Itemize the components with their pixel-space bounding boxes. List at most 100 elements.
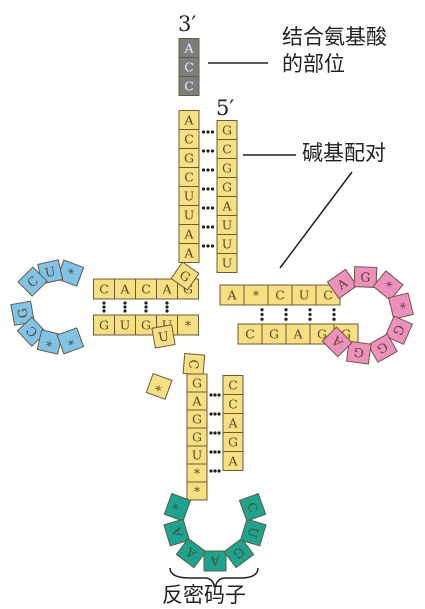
t-stem-top-base-2: C	[268, 285, 292, 305]
acceptor-3-stem-base-7: A	[179, 244, 199, 263]
anticodon-pair-dot	[217, 393, 220, 396]
anticodon-left-base-0-letter: G	[192, 376, 202, 391]
anticodon-pair-dot	[213, 431, 216, 434]
acceptor-pair-dot	[206, 206, 209, 209]
acceptor-3-stem-base-5: U	[179, 206, 199, 225]
acceptor-5-stem-base-7: U	[217, 254, 237, 273]
t-stem-top-base-0: A	[220, 285, 244, 305]
d-loop-bottom-base-3: *	[57, 328, 84, 354]
acceptor-end-base-2-letter: C	[184, 79, 194, 94]
anticodon-right-base-2: A	[223, 414, 243, 433]
d-pair-dot	[102, 305, 105, 308]
d-loop-bottom-base-2: *	[37, 330, 62, 354]
acceptor-3-stem-base-1-letter: C	[184, 132, 194, 147]
d-stem-top-base-2: C	[136, 279, 157, 299]
t-pair-dot	[284, 308, 287, 311]
d-pair-dot	[123, 309, 126, 312]
anticodon-left-base-1: A	[187, 392, 207, 410]
anticodon-pair-dot	[213, 469, 216, 472]
t-stem-top-base-2-letter: C	[275, 288, 285, 303]
t-stem-top-base-0-letter: A	[226, 288, 237, 303]
acceptor-end-base-1-letter: C	[184, 60, 194, 75]
acceptor-5-stem-base-5-letter: U	[222, 218, 233, 233]
anticodon-left-base-2-letter: G	[192, 412, 202, 427]
acceptor-3-stem-base-6: A	[179, 225, 199, 244]
d-pair-dot	[123, 305, 126, 308]
variable-base-2: *	[146, 374, 172, 400]
d-stem-bottom-base-1: U	[115, 315, 136, 335]
acceptor-pair-dot	[211, 225, 214, 228]
acceptor-5-stem-base-6: U	[217, 235, 237, 254]
acceptor-end-base-2: C	[179, 77, 199, 96]
acceptor-pair-dot	[211, 149, 214, 152]
acceptor-pair-dot	[211, 130, 214, 133]
t-stem-bottom-base-1-letter: G	[269, 327, 279, 342]
anticodon-left-base-6: *	[187, 482, 207, 500]
variable-base-1-letter: C	[186, 359, 202, 370]
amino-acid-binding-site-label: 结合氨基酸 的部位	[282, 24, 387, 79]
d-pair-dot	[102, 309, 105, 312]
d-pair-dot	[102, 301, 105, 304]
d-pair-dot	[123, 301, 126, 304]
variable-base-0: U	[152, 325, 175, 348]
anticodon-pair-dot	[209, 469, 212, 472]
anticodon-left-base-4: U	[187, 446, 207, 464]
acceptor-5-stem-base-1: C	[217, 140, 237, 159]
acceptor-3-stem-base-2: G	[179, 149, 199, 168]
t-stem-top-base-1-letter: *	[253, 288, 260, 303]
variable-base-1: C	[183, 353, 205, 375]
acceptor-pair-dot	[202, 130, 205, 133]
base-pairing-label: 碱基配对	[302, 140, 386, 167]
acceptor-5-stem-base-2: G	[217, 159, 237, 178]
anticodon-pair-dot	[213, 450, 216, 453]
anticodon-right-base-3: G	[223, 433, 243, 452]
acceptor-5-stem-base-5: U	[217, 216, 237, 235]
d-pair-dot	[165, 301, 168, 304]
anticodon-pair-dot	[217, 431, 220, 434]
acceptor-5-stem-base-4-letter: A	[221, 199, 232, 214]
t-pair-dot	[284, 318, 287, 321]
d-stem-bottom-base-4-letter: *	[185, 318, 192, 333]
d-pair-dot	[144, 305, 147, 308]
acceptor-pair-dot	[211, 187, 214, 190]
anticodon-pair-dot	[209, 450, 212, 453]
acceptor-pair-dot	[202, 149, 205, 152]
acceptor-pair-dot	[211, 206, 214, 209]
anticodon-right-base-0-letter: C	[228, 378, 238, 393]
acceptor-5-stem-base-0-letter: G	[222, 123, 232, 138]
t-pair-dot	[332, 318, 335, 321]
t-loop-base-1-letter: G	[360, 269, 371, 284]
acceptor-3-stem-base-3: C	[179, 168, 199, 187]
d-pair-dot	[165, 309, 168, 312]
d-stem-bottom-base-0-letter: G	[99, 318, 109, 333]
d-stem-top-base-2-letter: C	[141, 282, 151, 297]
acceptor-5-stem-base-7-letter: U	[222, 256, 233, 271]
acceptor-pair-dot	[206, 187, 209, 190]
anticodon-left-base-2: G	[187, 410, 207, 428]
acceptor-3-stem-base-6-letter: A	[183, 227, 194, 242]
anticodon-right-base-0: C	[223, 376, 243, 395]
anticodon-pair-dot	[209, 393, 212, 396]
t-pair-dot	[332, 313, 335, 316]
d-pair-dot	[165, 305, 168, 308]
acceptor-pair-dot	[206, 168, 209, 171]
acceptor-5-stem-base-1-letter: C	[222, 142, 232, 157]
anticodon-right-base-1: C	[223, 395, 243, 414]
anticodon-left-base-5: *	[187, 464, 207, 482]
d-pair-dot	[144, 309, 147, 312]
acceptor-3-stem-base-4-letter: U	[184, 189, 195, 204]
anticodon-right-base-3-letter: G	[228, 435, 238, 450]
anticodon-left-base-0: G	[187, 374, 207, 392]
acceptor-3-stem-base-5-letter: U	[184, 208, 195, 223]
t-stem-top-base-1: *	[244, 285, 268, 305]
d-stem-bottom-base-1-letter: U	[120, 318, 131, 333]
acceptor-pair-dot	[202, 244, 205, 247]
d-stem-top-base-0-letter: C	[99, 282, 109, 297]
d-stem-top-base-1-letter: A	[119, 282, 130, 297]
nucleotide-boxes: ACCACGCUUAAGCGGAUUUCACAGGUGU**UCGC**GUC*…	[11, 39, 413, 572]
t-pair-dot	[308, 308, 311, 311]
acceptor-pair-dot	[202, 206, 205, 209]
t-stem-bottom-base-2: A	[286, 324, 310, 344]
t-pair-dot	[260, 313, 263, 316]
acceptor-pair-dot	[202, 225, 205, 228]
